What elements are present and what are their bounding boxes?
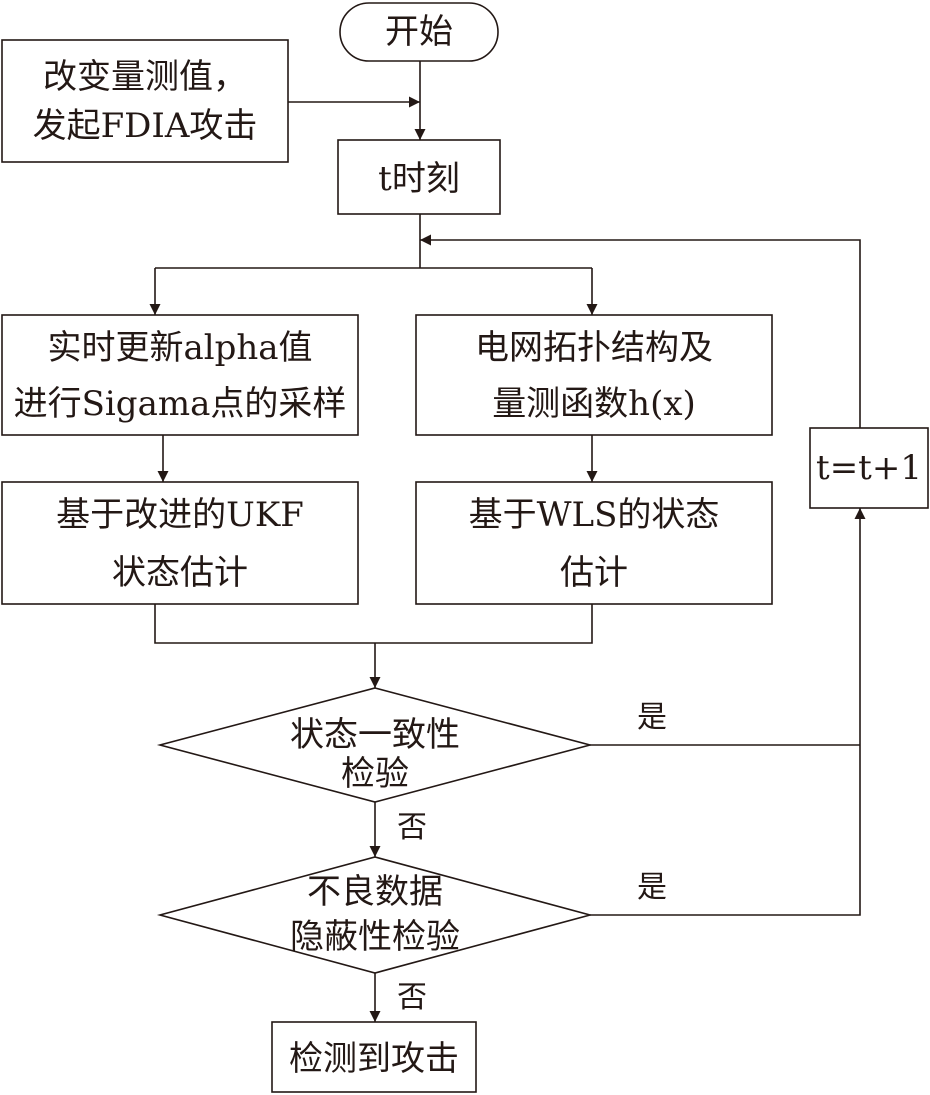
- consistency-yes-label: 是: [637, 700, 667, 735]
- attack-label-line1: 改变量测值，: [43, 57, 247, 97]
- ukf-estimate-label-line1: 基于改进的UKF: [56, 495, 304, 535]
- attack-box: [1, 39, 289, 163]
- ukf-sample-label-line1: 实时更新alpha值: [47, 328, 312, 368]
- start-label: 开始: [385, 12, 453, 52]
- baddata-label-line2: 隐蔽性检验: [290, 917, 460, 957]
- arrow-loop-back: [420, 234, 861, 428]
- attack-label-line2: 发起FDIA攻击: [33, 106, 258, 146]
- wls-estimate-label-line2: 估计: [560, 553, 628, 593]
- time-label: t时刻: [378, 159, 460, 199]
- wls-estimate-label-line1: 基于WLS的状态: [469, 495, 720, 535]
- arrow-baddata-yes: [590, 508, 866, 916]
- ukf-estimate-box: [1, 481, 359, 605]
- detected-box: [271, 1021, 477, 1093]
- topology-label-line1: 电网拓扑结构及: [475, 328, 713, 368]
- increment-label: t=t+1: [816, 448, 922, 488]
- ukf-sample-label-line2: 进行Sigama点的采样: [14, 384, 347, 424]
- topology-label-line2: 量测函数h(x): [492, 384, 696, 424]
- consistency-label-line2: 检验: [341, 754, 409, 794]
- wls-estimate-box: [415, 481, 773, 605]
- time-box: [337, 139, 501, 215]
- ukf-estimate-label-line2: 状态估计: [112, 553, 248, 593]
- baddata-label-line1: 不良数据: [307, 872, 443, 912]
- increment-box: [809, 427, 929, 509]
- topology-box: [415, 314, 773, 436]
- consistency-label-line1: 状态一致性: [290, 715, 460, 755]
- detected-label: 检测到攻击: [289, 1039, 459, 1079]
- consistency-no-label: 否: [397, 810, 427, 845]
- baddata-no-label: 否: [397, 980, 427, 1015]
- ukf-sample-box: [1, 314, 359, 436]
- connector-merge: [154, 604, 593, 644]
- baddata-yes-label: 是: [637, 870, 667, 905]
- start-terminal: [339, 2, 499, 62]
